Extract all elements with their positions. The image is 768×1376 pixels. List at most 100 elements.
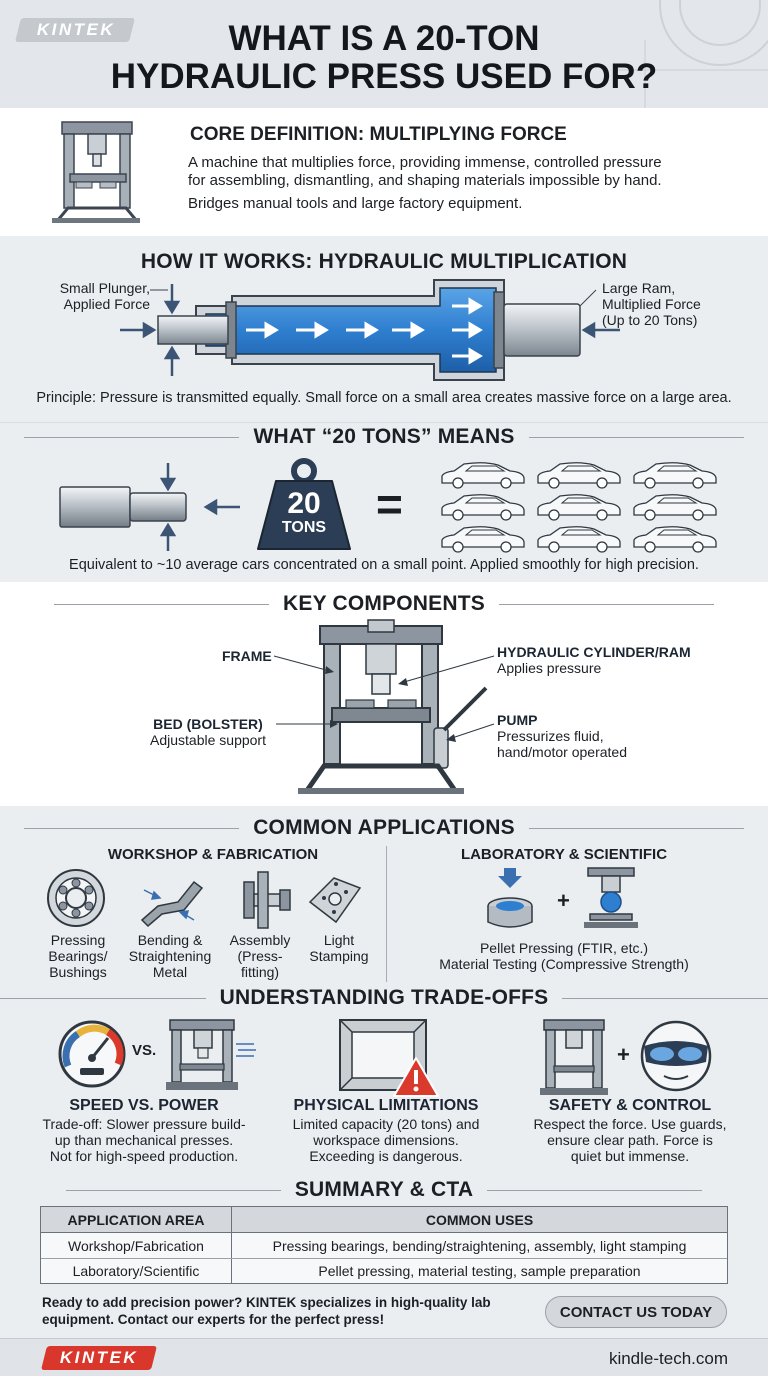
core-text-line1: A machine that multiplies force, providi… <box>188 154 662 171</box>
compression-test-icon <box>584 867 638 928</box>
page-title: WHAT IS A 20-TON HYDRAULIC PRESS USED FO… <box>0 20 768 96</box>
pump-label: PUMP Pressurizes fluid, hand/motor opera… <box>497 712 627 760</box>
workshop-item-1: Bending & Straightening Metal <box>118 932 222 980</box>
core-text: A machine that multiplies force, providi… <box>188 154 662 213</box>
workshop-item-1-line1: Bending & <box>137 932 203 948</box>
tradeoff-0-line2: up than mechanical presses. <box>54 1132 234 1148</box>
applications-divider <box>386 846 387 982</box>
core-heading: CORE DEFINITION: MULTIPLYING FORCE <box>190 124 567 145</box>
workshop-item-0-line2: Bearings/ <box>48 948 108 964</box>
car-icon <box>633 462 717 489</box>
small-plunger-label-line1: Small Plunger, <box>59 280 150 296</box>
workshop-item-2-line1: Assembly <box>229 932 291 948</box>
workshop-item-0-line1: Pressing <box>50 932 106 948</box>
page-title-line2: HYDRAULIC PRESS USED FOR? <box>110 57 658 96</box>
warning-icon <box>393 1057 439 1097</box>
tradeoff-0-title: SPEED VS. POWER <box>69 1097 219 1114</box>
workshop-item-1-line3: Metal <box>152 964 188 980</box>
safety-illustration <box>540 1019 712 1095</box>
pump-label-desc-line2: hand/motor operated <box>497 744 627 760</box>
summary-col1-header: APPLICATION AREA <box>67 1212 205 1228</box>
small-plunger-label-line2: Applied Force <box>63 296 150 312</box>
workshop-item-3-line1: Light <box>323 932 355 948</box>
how-principle: Principle: Pressure is transmitted equal… <box>36 390 732 406</box>
tons-section: WHAT “20 TONS” MEANS 20 TONS = Equivalen… <box>0 422 768 582</box>
car-icon <box>537 462 621 489</box>
workshop-item-2-line3: fitting) <box>240 964 280 980</box>
pellet-die-icon <box>487 868 533 928</box>
applications-section: COMMON APPLICATIONS WORKSHOP & FABRICATI… <box>0 806 768 1338</box>
lab-text: Pellet Pressing (FTIR, etc.) Material Te… <box>392 940 736 972</box>
gear-decoration-icon <box>615 0 768 108</box>
car-icon <box>537 494 621 521</box>
footer-website-link[interactable]: kindle-tech.com <box>608 1349 728 1368</box>
car-icon <box>441 494 525 521</box>
safety-goggles-icon <box>640 1020 712 1092</box>
bed-label-desc: Adjustable support <box>150 732 266 748</box>
cylinder-label-title: HYDRAULIC CYLINDER/RAM <box>497 644 691 660</box>
car-icon <box>633 494 717 521</box>
component-leader-lines <box>273 655 495 742</box>
speed-vs-power-illustration <box>58 1019 256 1090</box>
summary-row-0-area: Workshop/Fabrication <box>68 1238 204 1254</box>
workshop-heading: WORKSHOP & FABRICATION <box>107 846 319 863</box>
summary-col2-header: COMMON USES <box>425 1212 534 1228</box>
cta-text: Ready to add precision power? KINTEK spe… <box>42 1294 512 1328</box>
summary-row-1-area: Laboratory/Scientific <box>72 1263 200 1279</box>
tradeoff-0: SPEED VS. POWER Trade-off: Slower pressu… <box>28 1096 260 1164</box>
cylinder-label: HYDRAULIC CYLINDER/RAM Applies pressure <box>497 644 691 676</box>
tradeoff-2-line1: Respect the force. Use guards, <box>533 1116 727 1132</box>
stamping-icon <box>308 877 362 924</box>
workshop-item-1-line2: Straightening <box>128 948 212 964</box>
large-ram-label-line2: Multiplied Force <box>602 296 701 312</box>
how-it-works-section: HOW IT WORKS: HYDRAULIC MULTIPLICATION S… <box>0 236 768 422</box>
summary-table: APPLICATION AREA COMMON USES Workshop/Fa… <box>40 1206 728 1284</box>
hydraulic-press-icon <box>52 121 140 223</box>
tradeoff-1-line1: Limited capacity (20 tons) and <box>292 1116 480 1132</box>
cars-illustration <box>441 462 717 553</box>
large-ram-label-line1: Large Ram, <box>602 280 676 296</box>
tradeoff-2: SAFETY & CONTROL Respect the force. Use … <box>516 1096 744 1164</box>
limitations-illustration <box>339 1019 439 1097</box>
tradeoff-1-line3: Exceeding is dangerous. <box>309 1148 463 1164</box>
lab-heading: LABORATORY & SCIENTIFIC <box>460 846 668 863</box>
core-definition-section: CORE DEFINITION: MULTIPLYING FORCE A mac… <box>0 108 768 236</box>
weight-icon <box>257 458 351 550</box>
cta-text-line1: Ready to add precision power? KINTEK spe… <box>42 1295 491 1310</box>
core-text-line2: for assembling, dismantling, and shaping… <box>188 172 662 189</box>
tradeoff-2-line2: ensure clear path. Force is <box>547 1132 713 1148</box>
summary-heading: SUMMARY & CTA <box>0 1178 768 1202</box>
summary-row-1-uses: Pellet pressing, material testing, sampl… <box>318 1263 641 1279</box>
components-section: KEY COMPONENTS FRAME BED (BOLSTER) Adjus… <box>0 582 768 806</box>
tradeoff-1: PHYSICAL LIMITATIONS Limited capacity (2… <box>276 1096 496 1164</box>
components-heading: KEY COMPONENTS <box>0 592 768 616</box>
pump-label-desc-line1: Pressurizes fluid, <box>497 728 604 744</box>
footer: KINTEK kindle-tech.com <box>0 1338 768 1376</box>
core-text-line3: Bridges manual tools and large factory e… <box>188 195 523 212</box>
lab-icons <box>487 867 638 928</box>
pump-label-title: PUMP <box>497 712 538 728</box>
workshop-item-2: Assembly (Press- fitting) <box>222 932 298 980</box>
press-components-diagram <box>298 619 488 794</box>
header-logo-text: KINTEK <box>36 20 116 39</box>
workshop-item-3: Light Stamping <box>298 932 380 964</box>
workshop-item-0: Pressing Bearings/ Bushings <box>38 932 118 980</box>
tons-heading: WHAT “20 TONS” MEANS <box>0 425 768 449</box>
vs-label: VS. <box>132 1042 157 1059</box>
cars-grid <box>436 459 726 555</box>
large-ram-label: Large Ram, Multiplied Force (Up to 20 To… <box>602 280 752 328</box>
tradeoffs-heading: UNDERSTANDING TRADE-OFFS <box>0 986 768 1010</box>
header: KINTEK WHAT IS A 20-TON HYDRAULIC PRESS … <box>0 0 768 108</box>
tradeoff-2-title: SAFETY & CONTROL <box>548 1097 712 1114</box>
footer-logo-text: KINTEK <box>59 1348 139 1367</box>
hydraulic-diagram <box>120 279 620 381</box>
contact-us-button[interactable]: CONTACT US TODAY <box>545 1296 727 1328</box>
car-icon <box>537 526 621 553</box>
weight-number: 20 <box>287 487 321 520</box>
tradeoff-1-title: PHYSICAL LIMITATIONS <box>293 1097 479 1114</box>
press-machine-icon <box>166 1019 256 1090</box>
gauge-icon <box>58 1020 126 1088</box>
workshop-icons <box>47 869 362 929</box>
workshop-item-3-line2: Stamping <box>309 948 369 964</box>
equals-sign: = <box>376 478 403 530</box>
